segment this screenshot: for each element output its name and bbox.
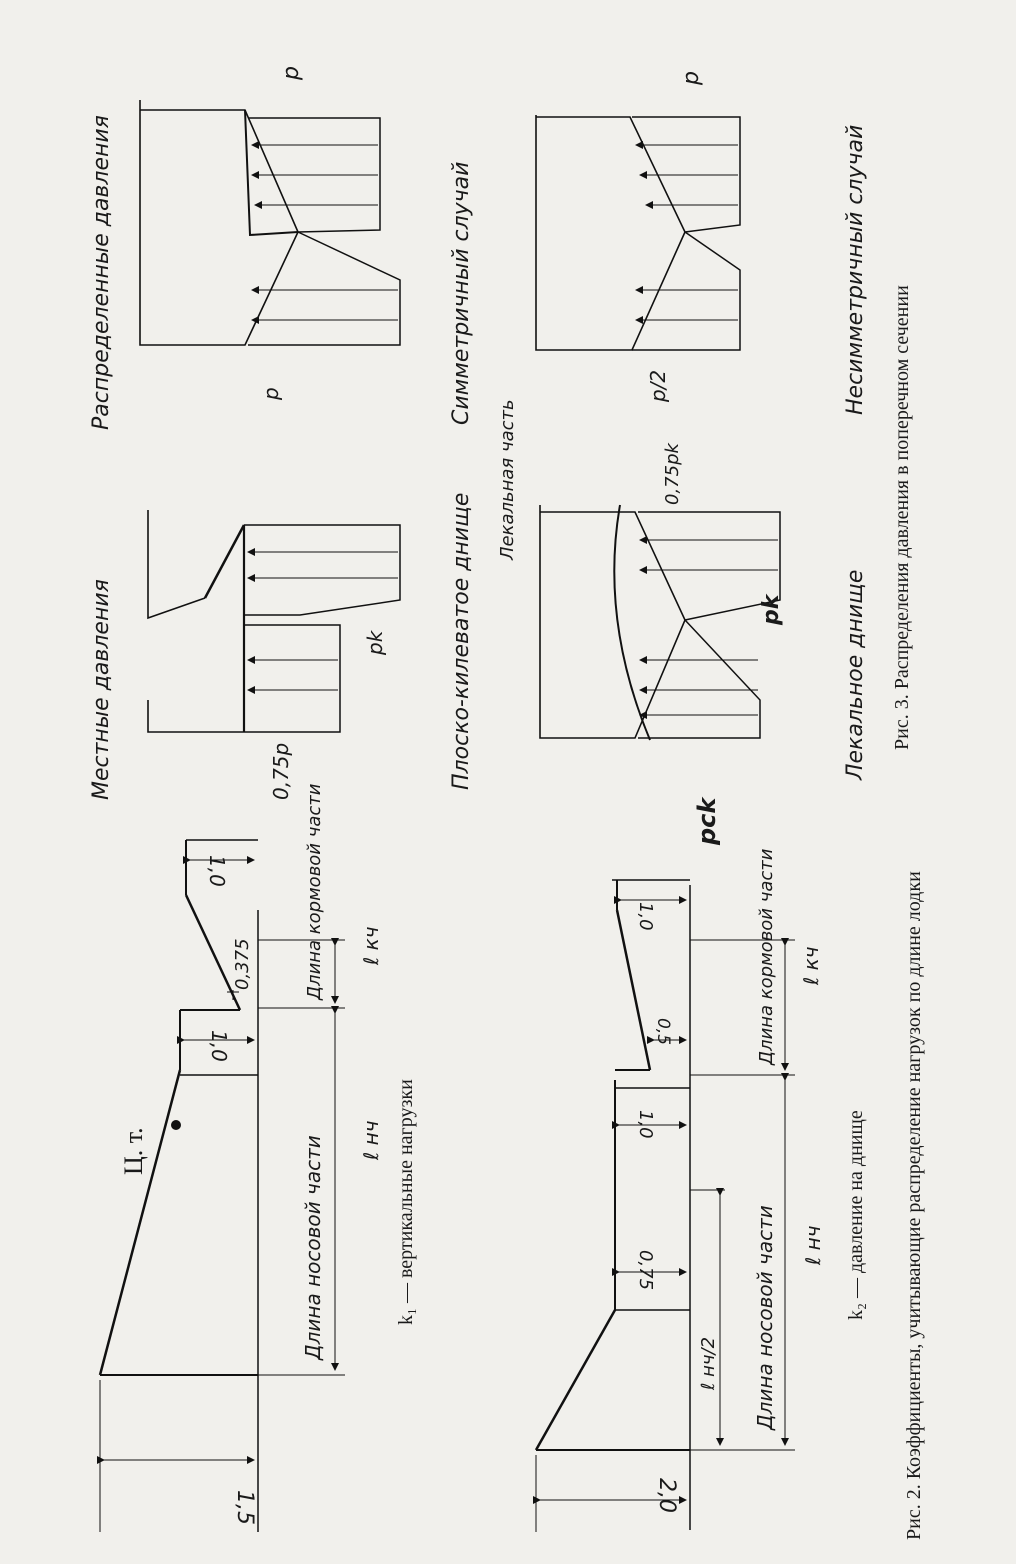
k1-bow-length-label: Длина носовой части — [301, 1135, 325, 1361]
curved-bottom-title: Лекальное днище — [843, 570, 868, 781]
k2-value-stern-start: 0,5 — [653, 1018, 673, 1045]
asymmetric-label-p2: p/2 — [646, 370, 670, 403]
k1-value-bow-end: 1,5 — [232, 1490, 257, 1525]
k2-caption: k₂ — давление на днище — [845, 1110, 867, 1320]
k2-value-bow-quarter: 0,75 — [635, 1250, 656, 1290]
symmetric-case-section — [535, 115, 741, 351]
local-pressure-section — [147, 510, 401, 733]
distributed-pressure-title: Распределенные давления — [89, 115, 114, 430]
k2-bow-length-symbol: ℓ нч — [801, 1225, 825, 1266]
k2-value-bow-mid: 1,0 — [635, 1110, 656, 1139]
symmetric-title: Симметричный случай — [449, 162, 474, 425]
curved-label-pck: pck — [693, 796, 721, 846]
k1-diagram — [97, 839, 345, 1532]
k1-caption: k₁ — вертикальные нагрузки — [395, 1079, 417, 1325]
k2-diagram — [533, 879, 795, 1532]
flat-keel-title: Плоско-килеватое днище — [449, 493, 474, 790]
k1-stern-length-label: Длина кормовой части — [304, 783, 325, 1001]
distributed-label-p-right: p — [279, 66, 304, 81]
k2-half-bow-symbol: ℓ нч/2 — [698, 1337, 719, 1391]
center-of-gravity-dot — [171, 1120, 181, 1130]
k1-value-bow-mid: 1,0 — [207, 1030, 231, 1062]
asymmetric-label-p: p — [679, 71, 704, 86]
k2-stern-length-label: Длина кормовой части — [756, 848, 777, 1066]
distributed-label-p-left: p — [259, 387, 283, 401]
pressure-arrows — [247, 141, 778, 719]
curved-part-label: Лекальная часть — [497, 399, 518, 561]
k2-value-bow-end: 2,0 — [654, 1478, 679, 1513]
k1-value-stern-slope: 0,375 — [232, 938, 253, 990]
k1-value-stern-end: 1,0 — [205, 855, 229, 887]
distributed-pressure-section — [139, 100, 401, 346]
asymmetric-title: Несимметричный случай — [843, 125, 868, 415]
fig2-caption: Рис. 2. Коэффициенты, учитывающие распре… — [903, 871, 925, 1540]
local-label-075p: 0,75p — [269, 743, 293, 800]
curved-label-075pk: 0,75pk — [662, 441, 683, 505]
k1-bow-length-symbol: ℓ нч — [359, 1120, 383, 1161]
curved-label-pk: pk — [759, 593, 784, 626]
k1-stern-length-symbol: ℓ кч — [359, 926, 383, 966]
k2-stern-length-symbol: ℓ кч — [799, 946, 823, 986]
k2-value-stern-end: 1,0 — [635, 902, 656, 931]
center-of-gravity-label: Ц. т. — [119, 1127, 148, 1175]
local-label-pk: pk — [363, 629, 387, 656]
k2-bow-length-label: Длина носовой части — [753, 1205, 777, 1431]
local-pressure-title: Местные давления — [89, 579, 114, 800]
fig3-caption: Рис. 3. Распределения давления в попереч… — [891, 285, 913, 750]
